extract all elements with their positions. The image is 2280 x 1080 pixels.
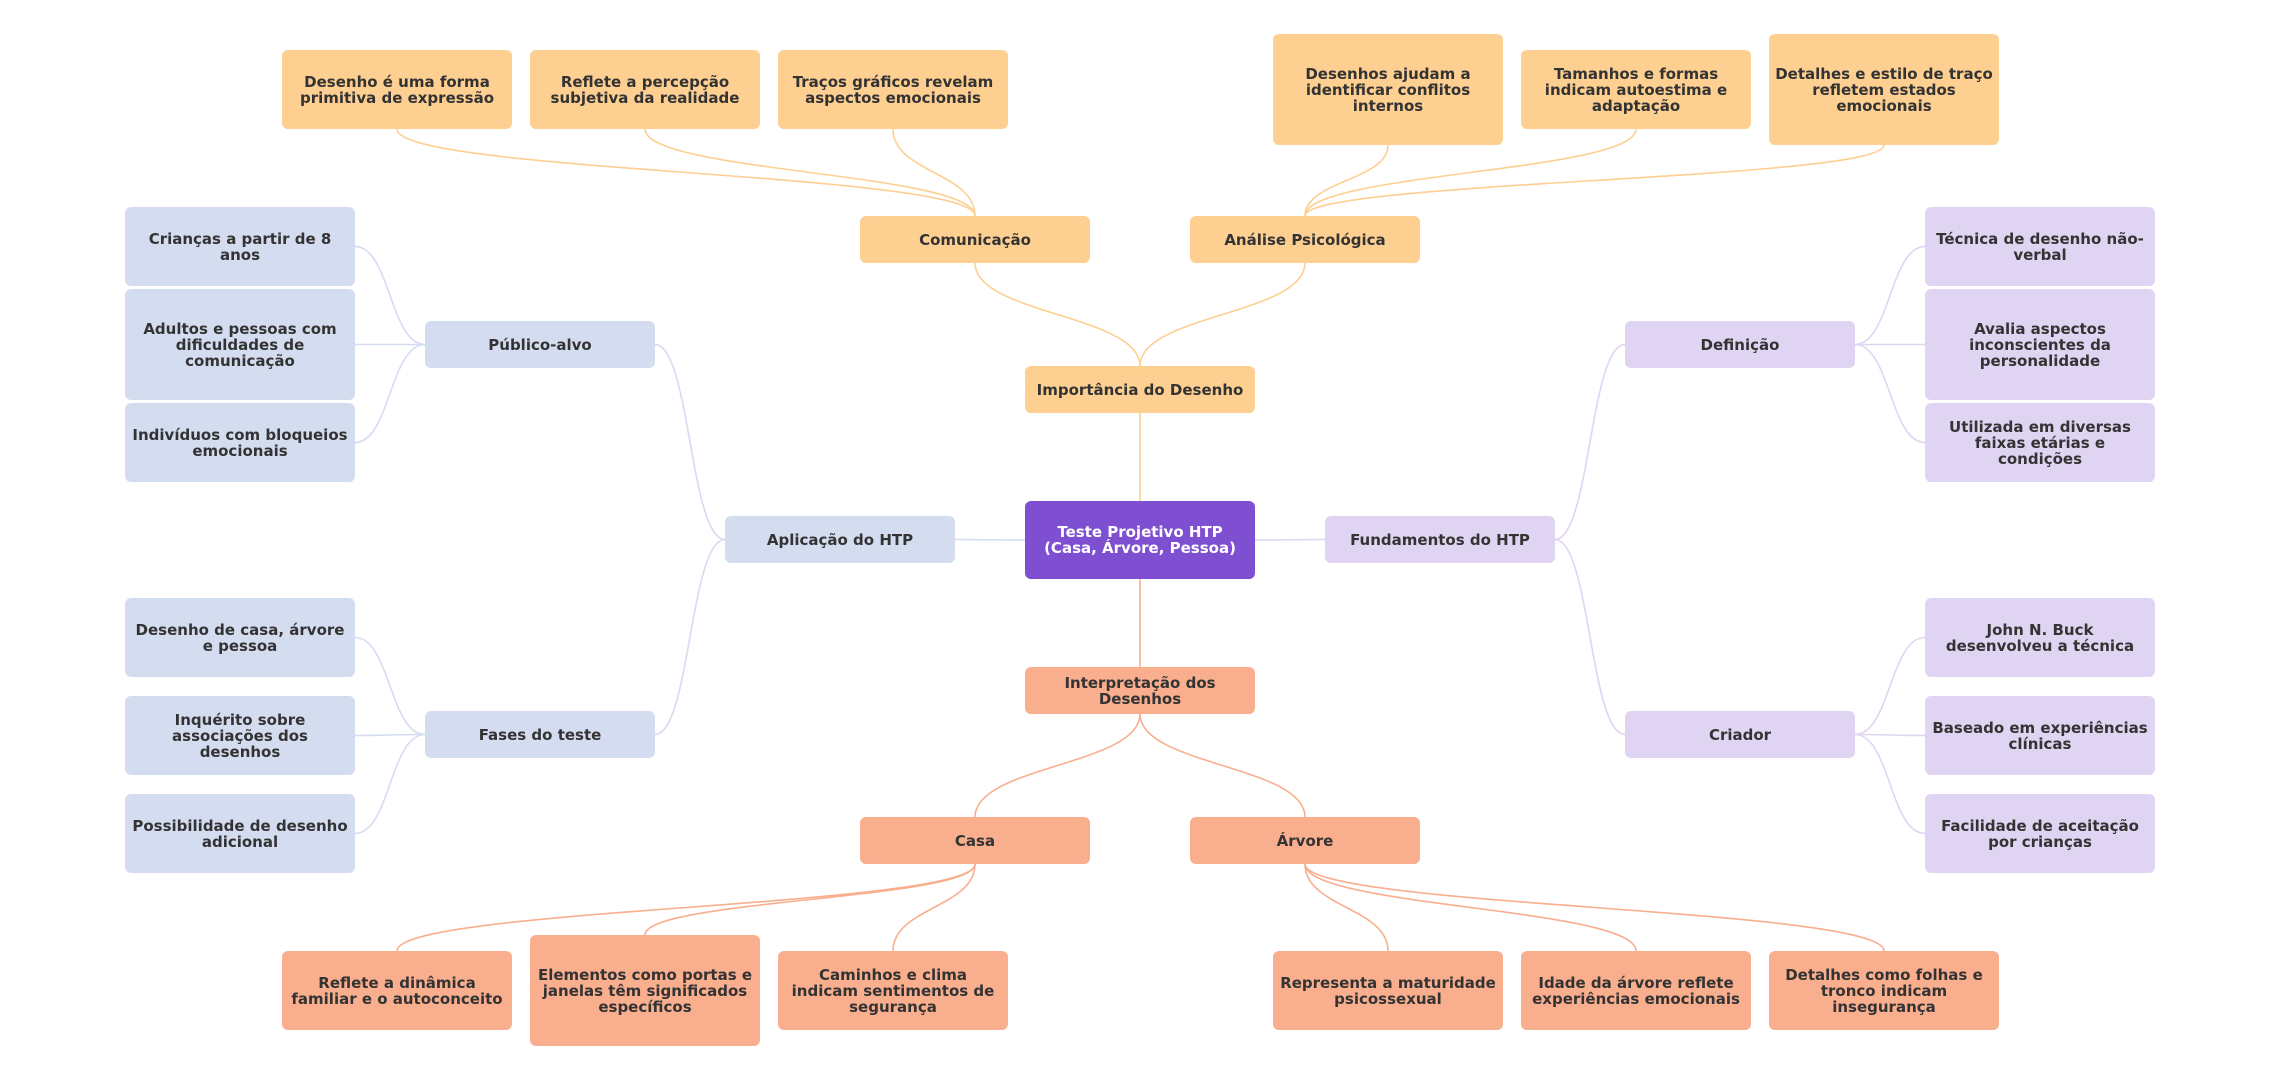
leaf-criador-1[interactable]: John N. Buck desenvolveu a técnica	[1925, 598, 2155, 677]
edge-node-casa-leaf-casa-1	[396, 863, 976, 952]
root-node[interactable]: Teste Projetivo HTP (Casa, Árvore, Pesso…	[1025, 501, 1255, 579]
leaf-analise-2[interactable]: Tamanhos e formas indicam autoestima e a…	[1521, 50, 1751, 129]
node-fases-do-teste[interactable]: Fases do teste	[425, 711, 655, 758]
edge-node-aplicacao-do-htp-node-publico-alvo	[654, 343, 726, 541]
edge-node-publico-alvo-leaf-publico-1	[354, 245, 426, 346]
node-casa[interactable]: Casa	[860, 817, 1090, 864]
node-definicao[interactable]: Definição	[1625, 321, 1855, 368]
leaf-criador-3[interactable]: Facilidade de aceitação por crianças	[1925, 794, 2155, 873]
leaf-publico-3[interactable]: Indivíduos com bloqueios emocionais	[125, 403, 355, 482]
edge-root-node-node-fundamentos-do-htp	[1254, 538, 1326, 541]
node-comunicacao[interactable]: Comunicação	[860, 216, 1090, 263]
leaf-comunicacao-2[interactable]: Reflete a percepção subjetiva da realida…	[530, 50, 760, 129]
edge-node-importancia-do-desenho-node-analise-psicologica	[1139, 262, 1306, 367]
edge-node-analise-psicologica-leaf-analise-2	[1304, 128, 1637, 217]
leaf-analise-3[interactable]: Detalhes e estilo de traço refletem esta…	[1769, 34, 1999, 145]
leaf-definicao-2[interactable]: Avalia aspectos inconscientes da persona…	[1925, 289, 2155, 400]
edge-node-fases-do-teste-leaf-fases-1	[354, 636, 426, 736]
leaf-publico-2[interactable]: Adultos e pessoas com dificuldades de co…	[125, 289, 355, 400]
edge-node-definicao-leaf-definicao-1	[1854, 245, 1926, 346]
node-publico-alvo[interactable]: Público-alvo	[425, 321, 655, 368]
edge-node-comunicacao-leaf-comunicacao-3	[892, 128, 976, 217]
node-interpretacao-dos-desenhos[interactable]: Interpretação dos Desenhos	[1025, 667, 1255, 714]
leaf-fases-1[interactable]: Desenho de casa, árvore e pessoa	[125, 598, 355, 677]
edge-node-aplicacao-do-htp-node-fases-do-teste	[654, 538, 726, 736]
node-criador[interactable]: Criador	[1625, 711, 1855, 758]
leaf-arvore-1[interactable]: Representa a maturidade psicossexual	[1273, 951, 1503, 1030]
node-fundamentos-do-htp[interactable]: Fundamentos do HTP	[1325, 516, 1555, 563]
leaf-analise-1[interactable]: Desenhos ajudam a identificar conflitos …	[1273, 34, 1503, 145]
leaf-arvore-2[interactable]: Idade da árvore reflete experiências emo…	[1521, 951, 1751, 1030]
leaf-comunicacao-3[interactable]: Traços gráficos revelam aspectos emocion…	[778, 50, 1008, 129]
leaf-fases-3[interactable]: Possibilidade de desenho adicional	[125, 794, 355, 873]
edge-node-interpretacao-dos-desenhos-node-arvore	[1139, 713, 1306, 818]
node-importancia-do-desenho[interactable]: Importância do Desenho	[1025, 366, 1255, 413]
edge-node-publico-alvo-leaf-publico-3	[354, 343, 426, 444]
edge-node-importancia-do-desenho-node-comunicacao	[974, 262, 1141, 367]
edge-node-casa-leaf-casa-3	[892, 863, 976, 952]
edge-node-arvore-leaf-arvore-3	[1304, 863, 1885, 952]
edge-node-fases-do-teste-leaf-fases-2	[354, 733, 426, 737]
leaf-definicao-1[interactable]: Técnica de desenho não-verbal	[1925, 207, 2155, 286]
node-aplicacao-do-htp[interactable]: Aplicação do HTP	[725, 516, 955, 563]
edge-node-analise-psicologica-leaf-analise-3	[1304, 144, 1885, 217]
edge-node-arvore-leaf-arvore-1	[1304, 863, 1389, 952]
edge-node-casa-leaf-casa-2	[644, 863, 976, 936]
edge-node-interpretacao-dos-desenhos-node-casa	[974, 713, 1141, 818]
edge-node-fundamentos-do-htp-node-criador	[1554, 538, 1626, 736]
leaf-arvore-3[interactable]: Detalhes como folhas e tronco indicam in…	[1769, 951, 1999, 1030]
leaf-casa-3[interactable]: Caminhos e clima indicam sentimentos de …	[778, 951, 1008, 1030]
edge-node-criador-leaf-criador-3	[1854, 733, 1926, 835]
node-arvore[interactable]: Árvore	[1190, 817, 1420, 864]
edge-node-definicao-leaf-definicao-3	[1854, 343, 1926, 444]
edge-node-analise-psicologica-leaf-analise-1	[1304, 144, 1389, 217]
leaf-fases-2[interactable]: Inquérito sobre associações dos desenhos	[125, 696, 355, 775]
edge-node-criador-leaf-criador-1	[1854, 636, 1926, 736]
leaf-definicao-3[interactable]: Utilizada em diversas faixas etárias e c…	[1925, 403, 2155, 482]
edge-node-fundamentos-do-htp-node-definicao	[1554, 343, 1626, 541]
leaf-publico-1[interactable]: Crianças a partir de 8 anos	[125, 207, 355, 286]
leaf-casa-1[interactable]: Reflete a dinâmica familiar e o autoconc…	[282, 951, 512, 1030]
edge-root-node-node-aplicacao-do-htp	[954, 538, 1026, 541]
edge-node-fases-do-teste-leaf-fases-3	[354, 733, 426, 835]
edge-node-arvore-leaf-arvore-2	[1304, 863, 1637, 952]
edge-node-comunicacao-leaf-comunicacao-2	[644, 128, 976, 217]
leaf-casa-2[interactable]: Elementos como portas e janelas têm sign…	[530, 935, 760, 1046]
node-analise-psicologica[interactable]: Análise Psicológica	[1190, 216, 1420, 263]
edge-node-criador-leaf-criador-2	[1854, 733, 1926, 737]
leaf-criador-2[interactable]: Baseado em experiências clínicas	[1925, 696, 2155, 775]
leaf-comunicacao-1[interactable]: Desenho é uma forma primitiva de express…	[282, 50, 512, 129]
edge-node-comunicacao-leaf-comunicacao-1	[396, 128, 976, 217]
